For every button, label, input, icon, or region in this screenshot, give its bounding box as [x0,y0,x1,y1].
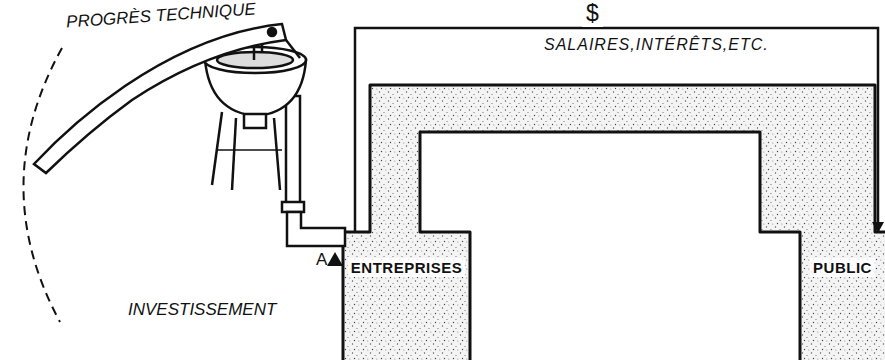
tank-pipe [343,85,885,360]
pump-handle [34,24,300,173]
valve-symbol [327,252,343,266]
flow-arrow [355,28,878,232]
pump-stand [212,112,282,190]
tank-box: ENTREPRISES [343,232,470,360]
input-label: INVESTISSEMENT [128,300,276,320]
tank-label: ENTREPRISES [348,258,465,277]
illustration-caption: PROGRÈS TECHNIQUE [66,0,257,33]
currency-symbol: $ [582,0,603,27]
dashed-arc [23,48,62,322]
point-letter: A [316,250,327,270]
flow-label: SALAIRES,INTÉRÊTS,ETC. [544,36,769,54]
tank-box: PUBLIC [800,232,885,360]
tank-label: PUBLIC [810,258,875,277]
pump-pipe [282,96,345,246]
